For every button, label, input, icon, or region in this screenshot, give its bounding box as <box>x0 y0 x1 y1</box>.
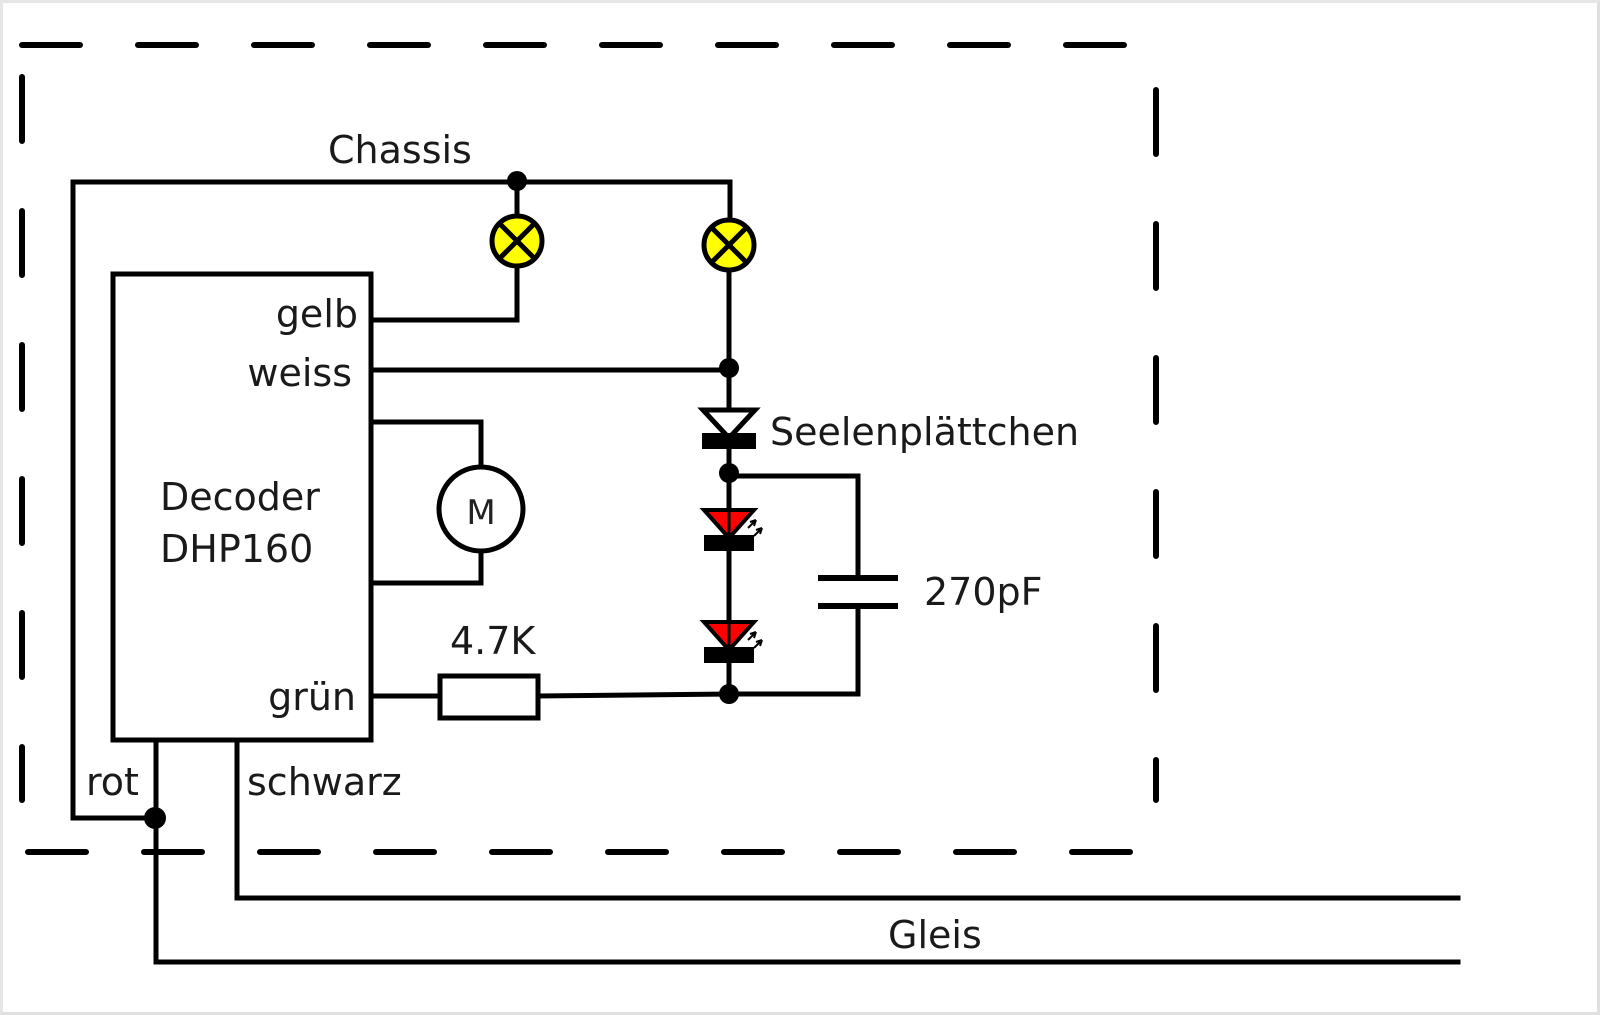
rot-junction-dot <box>144 807 166 829</box>
weiss-wire <box>368 267 732 411</box>
lamp-icon <box>489 213 545 269</box>
motor-icon <box>436 464 526 554</box>
decoder-name-line1: Decoder <box>160 475 320 519</box>
resistor-icon <box>437 673 541 721</box>
lamp-gelb-wire <box>368 179 520 323</box>
led-icon <box>699 508 763 551</box>
track-label: Gleis <box>888 913 982 957</box>
resistor-wire <box>368 691 732 699</box>
decoder-box <box>110 271 374 743</box>
decoder-name-line2: DHP160 <box>160 527 313 571</box>
capacitor-value-label: 270pF <box>924 570 1043 614</box>
weiss-junction-dot <box>719 358 739 378</box>
diode-junction-dot <box>719 463 739 483</box>
led-icon <box>699 620 763 663</box>
diode-icon <box>697 407 761 449</box>
chassis-enclosure-dashed-border <box>19 42 1159 855</box>
chassis-wire <box>70 179 733 821</box>
capacitor-wire <box>726 473 861 697</box>
chassis-label: Chassis <box>328 128 472 172</box>
motor-wire <box>368 419 484 586</box>
motor-symbol: M <box>466 493 495 533</box>
pin-label-schwarz: schwarz <box>247 760 402 804</box>
resistor-value-label: 4.7K <box>450 619 536 663</box>
capacitor-icon <box>818 575 898 609</box>
schwarz-wire <box>234 737 1461 901</box>
pin-label-weiss: weiss <box>247 351 352 395</box>
pin-label-rot: rot <box>86 760 139 804</box>
pin-label-gelb: gelb <box>276 292 358 336</box>
lamp-icon <box>701 217 757 273</box>
diode-label: Seelenplättchen <box>770 410 1079 454</box>
pin-label-gruen: grün <box>268 675 356 719</box>
gruen-junction-dot <box>719 684 739 704</box>
